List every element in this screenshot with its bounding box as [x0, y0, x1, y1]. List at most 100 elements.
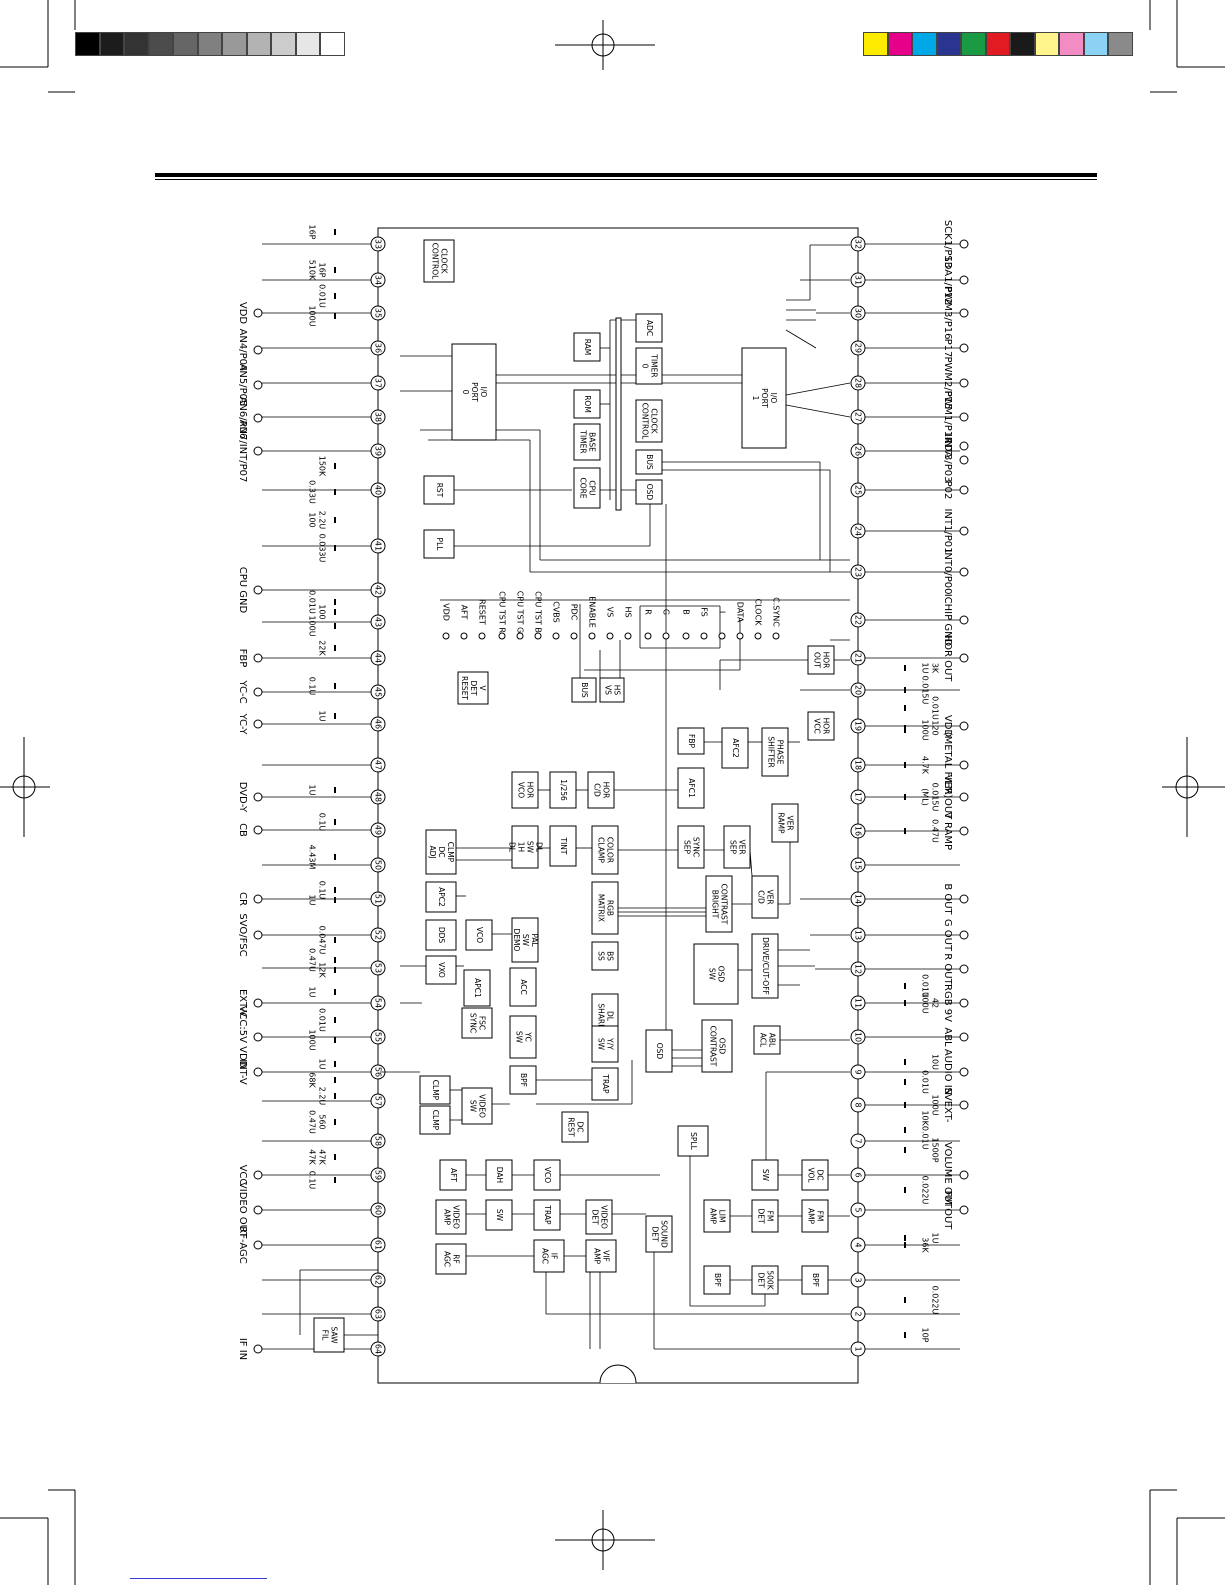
- signal-label-left-18: RF-AGC: [237, 1226, 248, 1264]
- block-rom: [573, 389, 601, 419]
- internal-terminal-13: [682, 632, 690, 640]
- block-vco-2: [533, 1159, 561, 1191]
- block-ram: [573, 332, 601, 362]
- block-sound-det: [645, 1215, 673, 1253]
- terminal-left-16: [253, 1170, 263, 1180]
- component-right-19: 1U: [931, 1233, 940, 1244]
- block-label-dds-0: DDS: [437, 927, 446, 944]
- component-right-21: 0.022U: [931, 1286, 940, 1315]
- block-label-osd-contrast-1: CONTRAST: [709, 1026, 718, 1067]
- block-label-clmp-dc-adj-1: DC: [437, 846, 446, 857]
- color-swatch-3: [936, 32, 961, 56]
- internal-label-4: CPU TST G: [516, 591, 525, 633]
- pin-number-left-59: 59: [374, 1170, 383, 1180]
- terminal-right-20: [959, 998, 969, 1008]
- component-right-12: 100U: [921, 992, 930, 1013]
- block-label-trap-1-0: TRAP: [601, 1073, 610, 1094]
- block-apc1: [463, 969, 491, 1007]
- component-left-34: 0.1U: [308, 1171, 317, 1190]
- pin-number-right-2: 2: [854, 1311, 863, 1316]
- pin-number-left-53: 53: [374, 963, 383, 973]
- pin-number-right-5: 5: [854, 1207, 863, 1212]
- block-label-cpu-core-1: CORE: [579, 477, 588, 498]
- signal-label-left-17: VIDEO OUT: [237, 1182, 248, 1239]
- pin-number-right-26: 26: [854, 446, 863, 456]
- block-label-apc2-0: APC2: [437, 887, 446, 907]
- block-clock-control-2: [635, 399, 663, 443]
- block-video-det: [585, 1199, 613, 1235]
- terminal-left-15: [253, 1067, 263, 1077]
- signal-label-left-4: AN7/INT/P07: [237, 420, 248, 483]
- block-bpf-1: [509, 1065, 537, 1095]
- block-label-fm-det-0: FM: [766, 1211, 775, 1222]
- gray-swatch-10: [320, 32, 345, 56]
- block-sw-2: [485, 1199, 513, 1231]
- block-rst: [423, 475, 455, 505]
- signal-label-left-3: AN6/P06: [237, 397, 248, 440]
- block-label-spll-0: SPLL: [689, 1132, 698, 1150]
- block-clmp-2: [419, 1105, 451, 1135]
- block-drive-cut-off: [751, 933, 779, 999]
- signal-label-right-3: P17: [942, 339, 953, 358]
- block-aft: [439, 1159, 467, 1191]
- block-label-bpf-3-0: BPF: [811, 1273, 820, 1287]
- component-right-22: 10P: [921, 1327, 930, 1342]
- signal-label-left-1: AN4/P04: [237, 329, 248, 372]
- terminal-right-11: [959, 615, 969, 625]
- block-label-contrast-bright-1: BRIGHT: [711, 890, 720, 919]
- internal-terminal-2: [478, 632, 486, 640]
- component-left-1: 16P: [318, 262, 327, 277]
- color-swatch-8: [1059, 32, 1084, 56]
- pin-number-right-29: 29: [854, 343, 863, 353]
- component-right-2: 0.015U: [921, 676, 930, 705]
- internal-terminal-14: [700, 632, 708, 640]
- block-label-io-port1-2: 1: [751, 396, 760, 401]
- component-left-32: 47K: [308, 1149, 317, 1165]
- block-label-aft-0: AFT: [449, 1168, 458, 1182]
- pin-number-right-15: 15: [854, 860, 863, 870]
- gray-swatch-9: [295, 32, 320, 56]
- header-rule-thin: [155, 179, 1097, 180]
- pin-number-right-12: 12: [854, 964, 863, 974]
- block-clock-control-1: [423, 239, 455, 283]
- block-dah: [485, 1159, 513, 1191]
- block-color-clamp: [591, 825, 619, 875]
- component-left-25: 0.01U: [318, 1008, 327, 1032]
- block-label-tint-0: TINT: [559, 837, 568, 855]
- component-right-18: 0.022U: [921, 1176, 930, 1205]
- block-bpf-2: [703, 1265, 731, 1295]
- signal-label-right-8: P02: [942, 481, 953, 500]
- pin-number-left-38: 38: [374, 412, 383, 422]
- block-dds: [425, 919, 457, 951]
- block-label-bs-ss-0: BS: [606, 951, 615, 961]
- pin-number-left-61: 61: [374, 1240, 383, 1250]
- block-cpu-core: [573, 467, 601, 509]
- terminal-right-9: [959, 526, 969, 536]
- signal-label-left-6: FBP: [237, 649, 248, 668]
- color-calibration-strip: [863, 32, 1133, 56]
- ic-block-diagram: 3334353637383940414243444546474849505152…: [237, 220, 969, 1384]
- wire-17: [785, 329, 817, 349]
- block-label-contrast-bright-0: CONTRAST: [720, 884, 729, 925]
- terminal-right-6: [959, 441, 969, 451]
- block-label-if-agc-0: IF: [550, 1253, 559, 1260]
- block-label-hs-vs-0: HS: [613, 685, 622, 696]
- block-label-hor-out-1: OUT: [813, 652, 822, 668]
- block-label-video-det-0: VIDEO: [600, 1205, 609, 1229]
- block-label-vco-2-0: VCO: [543, 1167, 552, 1183]
- pin-number-right-28: 28: [854, 378, 863, 388]
- block-label-bus-1-0: BUS: [645, 454, 654, 470]
- internal-terminal-11: [644, 632, 652, 640]
- terminal-right-1: [959, 275, 969, 285]
- block-label-adc-0: ADC: [645, 320, 654, 336]
- block-rgb-matrix: [591, 881, 619, 935]
- block-label-ver-cd-0: VER: [766, 889, 775, 904]
- pin-number-right-30: 30: [854, 308, 863, 318]
- internal-terminal-16: [736, 632, 744, 640]
- block-label-hs-vs-1: VS: [604, 685, 613, 695]
- component-right-20: 36K: [921, 1237, 930, 1253]
- signal-label-right-7: INT3/P03: [942, 437, 953, 482]
- signal-label-right-20: RGB 9V: [942, 984, 953, 1022]
- internal-terminal-12: [662, 632, 670, 640]
